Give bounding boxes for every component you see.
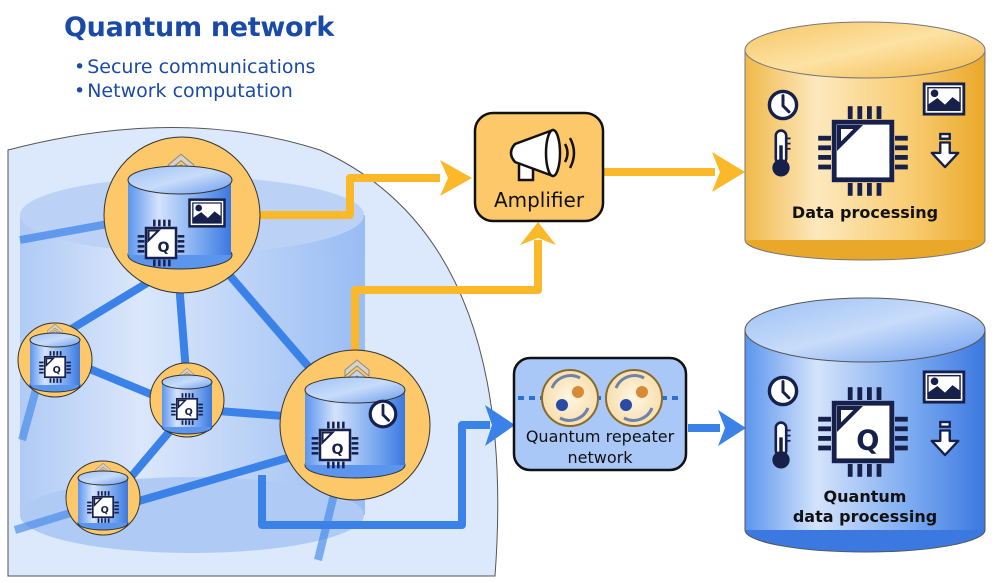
link-right-node-to-amplifier <box>351 240 542 350</box>
page-title: Quantum network <box>64 12 334 43</box>
node-center <box>149 362 225 438</box>
arrowhead-to-amplifier <box>440 160 472 196</box>
repeater-label-line1: Quantum repeater <box>525 427 675 446</box>
qdp-label-line2: data processing <box>792 507 938 526</box>
link-right-node-to-repeater <box>258 421 490 529</box>
node-bottom <box>65 460 141 536</box>
image-icon <box>188 198 226 228</box>
qdp-label-line1: Quantum <box>823 487 907 506</box>
megaphone-icon <box>509 128 576 182</box>
image-icon <box>922 82 966 116</box>
node-right <box>279 349 431 501</box>
repeater-label-line2: network <box>567 448 633 467</box>
quantum-data-processing-label: Quantum data processing <box>745 487 985 527</box>
classical-links <box>258 168 715 350</box>
arrowhead-to-repeater <box>485 405 515 446</box>
node-top <box>103 136 261 294</box>
arrowhead-to-qdp <box>718 410 746 446</box>
entangled-qubits-icon <box>541 369 599 427</box>
image-icon <box>922 370 966 404</box>
bullet-secure-communications: Secure communications <box>74 56 315 78</box>
entangled-qubits-icon <box>605 369 663 427</box>
link-top-node-to-amplifier <box>258 174 440 219</box>
data-processing-label: Data processing <box>791 203 939 222</box>
repeater-box <box>512 356 688 472</box>
clock-icon <box>767 89 799 121</box>
clock-icon <box>767 375 799 407</box>
amplifier-box <box>473 111 605 223</box>
quantum-data-processing-cylinder <box>744 297 986 553</box>
arrowhead-to-data-processing <box>712 152 745 192</box>
clock-icon <box>368 399 398 429</box>
node-left <box>17 322 93 398</box>
data-processing-cylinder <box>744 21 986 261</box>
bullet-network-computation: Network computation <box>74 80 293 102</box>
arrowhead-up-amplifier <box>520 222 556 245</box>
repeater-label: Quantum repeater network <box>514 426 686 468</box>
amplifier-label: Amplifier <box>493 188 585 212</box>
